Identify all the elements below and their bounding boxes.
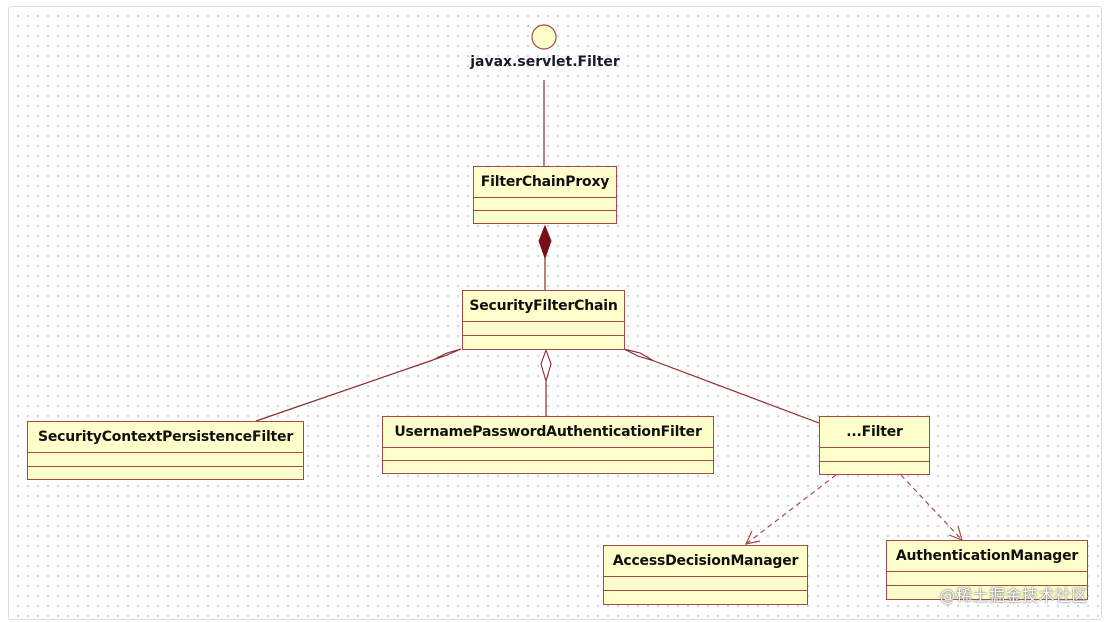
dependency-line-authentication: [900, 474, 963, 541]
operations-compartment: [604, 590, 807, 604]
operations-compartment: [820, 460, 929, 475]
attributes-compartment: [474, 197, 616, 210]
dependency-arrow-access-decision: [744, 530, 761, 545]
class-name: SecurityContextPersistenceFilter: [37, 429, 294, 445]
aggregation-line-right: [653, 360, 820, 424]
class-name: FilterChainProxy: [480, 174, 610, 190]
operations-compartment: [28, 465, 303, 480]
interface-circle: [531, 24, 557, 50]
class-name: AccessDecisionManager: [612, 553, 799, 569]
watermark: @稀土掘金技术社区: [939, 586, 1088, 605]
class-filter-chain-proxy: FilterChainProxy: [473, 166, 617, 224]
aggregation-diamond-left: [432, 348, 462, 361]
dependency-line-access-decision: [745, 474, 837, 545]
attributes-compartment: [820, 447, 929, 461]
operations-compartment: [383, 460, 713, 473]
attributes-compartment: [28, 452, 303, 466]
class-name: ...Filter: [846, 424, 903, 440]
aggregation-line-left: [255, 359, 434, 422]
class-username-password-authentication-filter: UsernamePasswordAuthenticationFilter: [382, 416, 714, 474]
operations-compartment: [887, 585, 1087, 599]
class-security-context-persistence-filter: SecurityContextPersistenceFilter: [27, 421, 304, 480]
operations-compartment: [474, 210, 616, 223]
attributes-compartment: [463, 321, 624, 335]
class-name: UsernamePasswordAuthenticationFilter: [394, 424, 702, 440]
composition-diamond: [538, 224, 552, 260]
class-authentication-manager: AuthenticationManager: [886, 540, 1088, 600]
class-other-filter: ...Filter: [819, 416, 930, 475]
class-name: AuthenticationManager: [895, 548, 1079, 564]
operations-compartment: [463, 335, 624, 349]
attributes-compartment: [383, 447, 713, 460]
attributes-compartment: [887, 571, 1087, 585]
interface-label: javax.servlet.Filter: [470, 54, 620, 70]
aggregation-diamond-middle: [540, 348, 552, 383]
class-security-filter-chain: SecurityFilterChain: [462, 290, 625, 350]
class-access-decision-manager: AccessDecisionManager: [603, 545, 808, 605]
class-name: SecurityFilterChain: [469, 298, 618, 314]
attributes-compartment: [604, 576, 807, 590]
aggregation-diamond-right: [623, 348, 655, 362]
